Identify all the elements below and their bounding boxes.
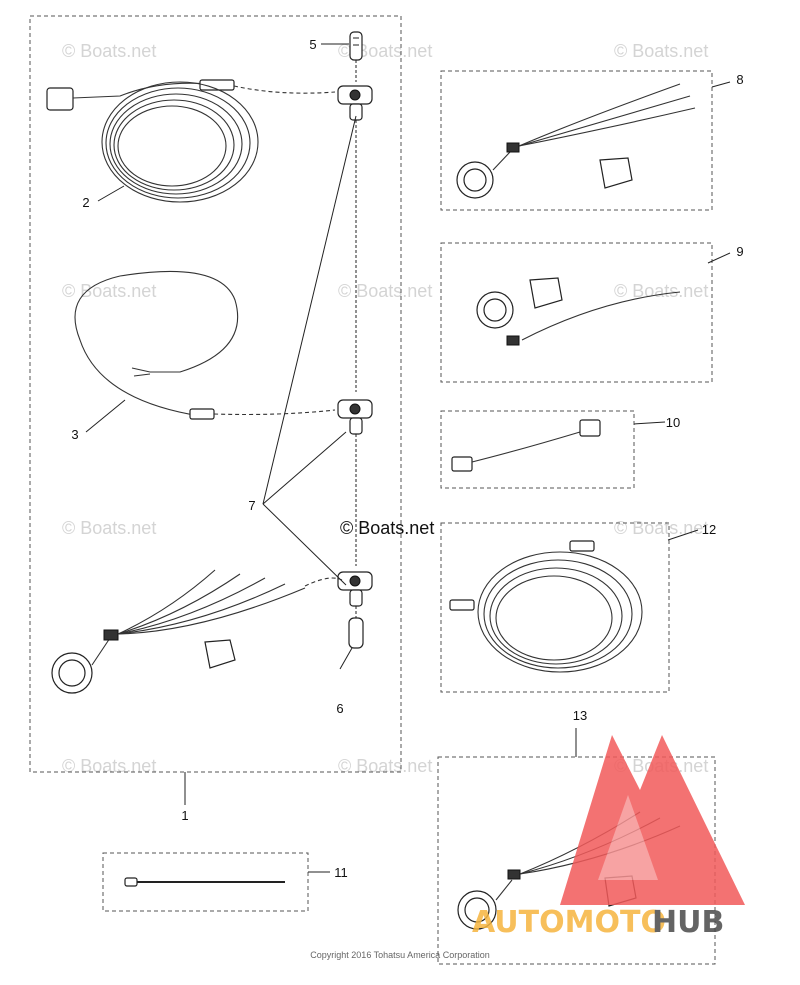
gauge-harness-kit [51, 569, 343, 694]
watermark-1: © Boats.net [62, 41, 156, 61]
box-item-8 [440, 70, 713, 211]
item-11-cable-tie [124, 877, 285, 887]
watermark-6: © Boats.net [614, 281, 708, 301]
callout-7: 7 [248, 498, 255, 513]
watermark-9: © Boats.net [62, 756, 156, 776]
item-9-gauge-kit [476, 277, 681, 346]
terminator-6 [348, 617, 364, 649]
backbone-t-connectors [337, 31, 373, 649]
box-item-12 [440, 522, 670, 693]
callout-3: 3 [71, 427, 78, 442]
watermark-4: © Boats.net [62, 281, 156, 301]
harness-plug [103, 629, 119, 641]
box-item-10 [440, 410, 635, 489]
callout-5: 5 [309, 37, 316, 52]
gauge-bracket [204, 639, 236, 669]
kit-box-1 [29, 15, 402, 773]
callout-12: 12 [702, 522, 716, 537]
cable-end-connector [199, 79, 235, 91]
plug-connector [46, 87, 74, 111]
watermark-10: © Boats.net [338, 756, 432, 776]
callout-1: 1 [181, 808, 188, 823]
item-3-cable [74, 270, 336, 420]
cable-3-connector [189, 408, 215, 420]
callout-2: 2 [82, 195, 89, 210]
box-item-11 [102, 852, 309, 912]
terminator-5 [349, 31, 363, 61]
callout-8: 8 [736, 72, 743, 87]
callout-11: 11 [334, 865, 348, 880]
item-2-extension-cable [46, 79, 336, 203]
watermark-5: © Boats.net [338, 281, 432, 301]
callout-10: 10 [666, 415, 680, 430]
callout-9: 9 [736, 244, 743, 259]
box-item-9 [440, 242, 713, 383]
automotohub-logo: AUTOMOTO HUB [472, 735, 745, 940]
center-watermark: © Boats.net [340, 518, 434, 538]
watermark-7: © Boats.net [62, 518, 156, 538]
logo-triangle [560, 735, 745, 905]
callouts: 1 2 3 5 6 7 8 9 10 11 12 13 [71, 37, 743, 880]
callout-6: 6 [336, 701, 343, 716]
copyright-text: Copyright 2016 Tohatsu America Corporati… [310, 950, 489, 960]
item-10-adapter-cable [451, 419, 601, 472]
logo-text-primary: AUTOMOTO [472, 905, 666, 940]
item-12-extension-cable [449, 540, 643, 673]
watermark-8: © Boats.net [614, 518, 708, 538]
logo-text-secondary: HUB [652, 905, 724, 940]
watermark-3: © Boats.net [614, 41, 708, 61]
item-8-gauge-kit [456, 83, 696, 199]
watermarks: © Boats.net © Boats.net © Boats.net © Bo… [62, 41, 708, 776]
leader-lines [85, 43, 731, 873]
callout-13: 13 [573, 708, 587, 723]
